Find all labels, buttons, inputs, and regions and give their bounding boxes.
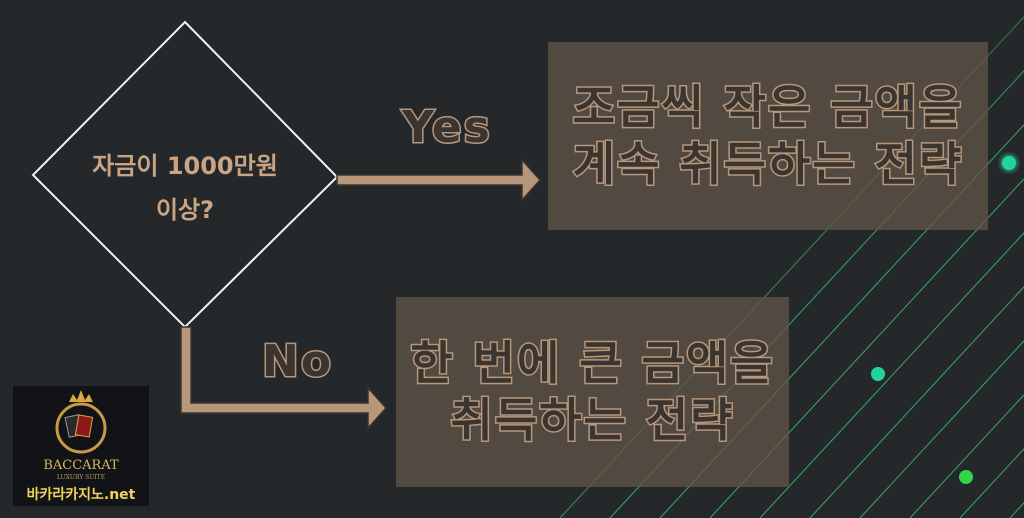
baccarat-logo: BACCARAT LUXURY SUITE 바카라카지노.net <box>13 386 149 506</box>
no-label: No <box>260 335 334 389</box>
yes-label: Yes <box>401 101 492 155</box>
decision-text-line2: 이상? <box>155 196 215 224</box>
logo-tagline: LUXURY SUITE <box>56 474 106 481</box>
diagonal-line <box>859 340 1024 518</box>
yes-strategy-box: 조금씩 작은 금액을 계속 취득하는 전략 <box>548 42 988 230</box>
decision-text-line1: 자금이 1000만원 <box>92 152 278 180</box>
logo-brand: BACCARAT <box>43 458 119 473</box>
yes-arrow <box>336 158 542 202</box>
diagonal-line <box>909 394 1024 518</box>
teal-dot <box>871 367 885 381</box>
diagonal-line <box>759 232 1024 518</box>
logo-site: 바카라카지노.net <box>26 487 136 503</box>
no-box-line1: 한 번에 큰 금액을 <box>409 334 775 391</box>
diagonal-line <box>809 286 1024 518</box>
teal-dot <box>1002 156 1016 170</box>
diagonal-line <box>709 178 1024 518</box>
green-dot <box>959 470 973 484</box>
yes-box-line1: 조금씩 작은 금액을 <box>571 78 964 135</box>
no-arrow <box>180 326 388 430</box>
no-strategy-box: 한 번에 큰 금액을 취득하는 전략 <box>396 297 789 487</box>
no-box-line2: 취득하는 전략 <box>449 392 735 449</box>
crest-emblem-icon <box>55 390 107 454</box>
yes-box-line2: 계속 취득하는 전략 <box>571 136 964 193</box>
